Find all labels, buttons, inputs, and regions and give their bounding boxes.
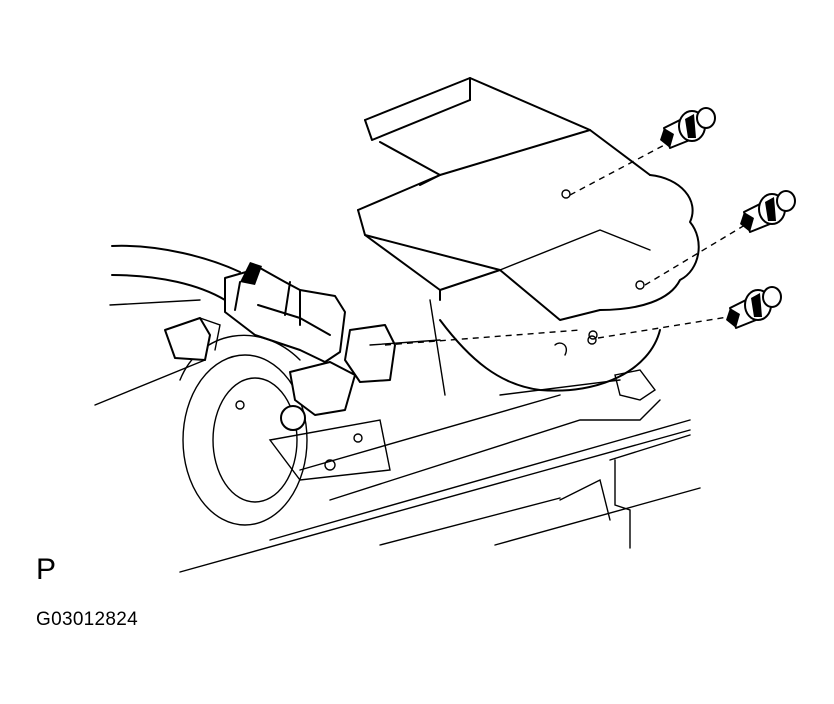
wire-harness: [111, 244, 241, 301]
clip-fastener-2: [740, 190, 796, 233]
sensor-bracket: [164, 317, 441, 431]
figure-code: G03012824: [36, 609, 139, 630]
harness-connector: [224, 262, 346, 363]
clip-fastener-1: [660, 107, 716, 149]
wheel-hub: [179, 334, 391, 526]
assembly-guide-lines: [384, 141, 746, 346]
view-label: P: [36, 553, 57, 586]
protective-cover: [357, 77, 700, 340]
clip-fastener-3: [726, 286, 782, 329]
differential-housing: [429, 299, 661, 401]
chassis-frame: [94, 299, 701, 573]
